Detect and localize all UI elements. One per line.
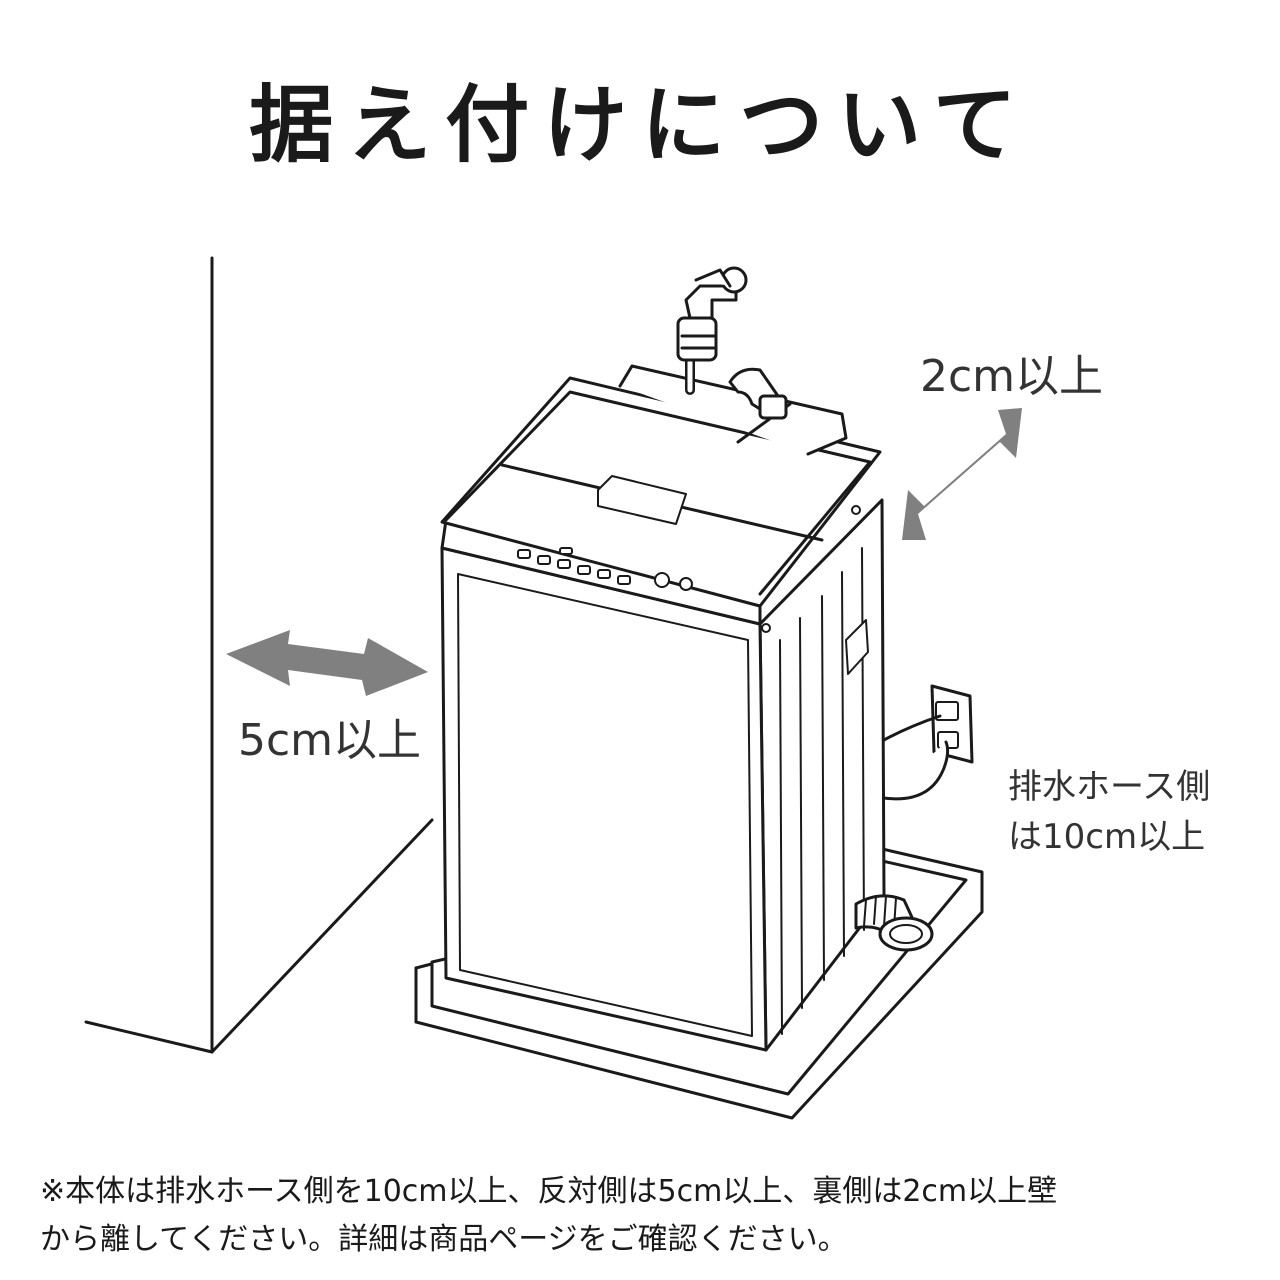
drain-side-label-line2: は10cm以上 xyxy=(1008,817,1206,857)
power-outlet-icon xyxy=(882,684,974,801)
control-buttons xyxy=(517,547,693,591)
rear-clearance-arrow xyxy=(902,408,1022,540)
side-wall xyxy=(84,256,434,1054)
installation-note-line2: から離してください。詳細は商品ページをご確認ください。 xyxy=(40,1222,848,1257)
page-title: 据え付けについて xyxy=(249,76,1031,174)
faucet-icon xyxy=(676,266,788,420)
floor-drain-icon xyxy=(854,894,934,952)
installation-note-line1: ※本体は排水ホース側を10cm以上、反対側は5cm以上、裏側は2cm以上壁 xyxy=(40,1174,1058,1209)
installation-note: ※本体は排水ホース側を10cm以上、反対側は5cm以上、裏側は2cm以上壁 から… xyxy=(40,1168,1250,1264)
rear-clearance-label: 2cm以上 xyxy=(920,351,1104,402)
washing-machine xyxy=(440,364,886,1052)
drain-side-label-line1: 排水ホース側 xyxy=(1008,767,1211,807)
left-clearance-label: 5cm以上 xyxy=(238,715,422,766)
drain-side-label: 排水ホース側 は10cm以上 xyxy=(1008,762,1210,862)
left-clearance-arrow xyxy=(226,630,428,696)
